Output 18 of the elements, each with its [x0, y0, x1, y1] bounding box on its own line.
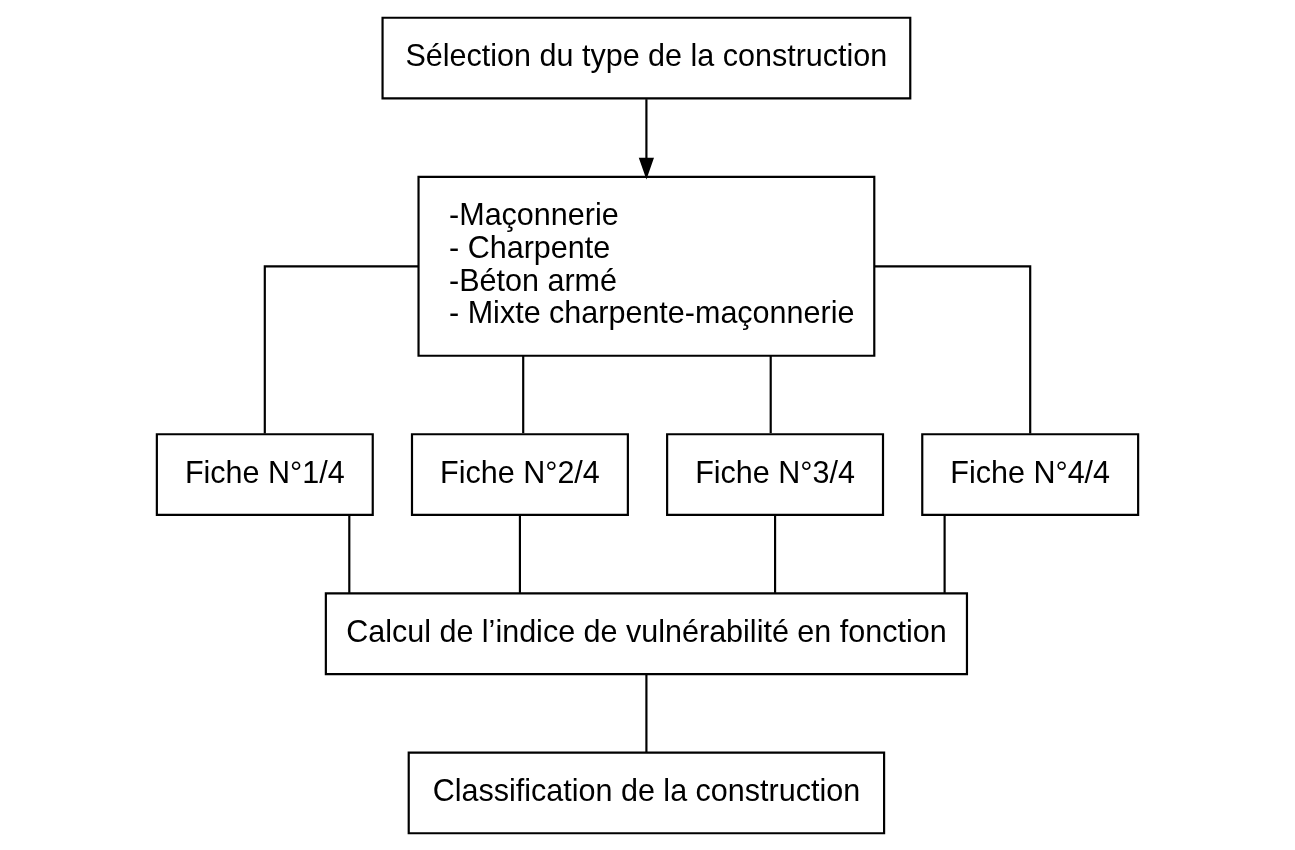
- connector: [874, 264, 1032, 433]
- connector: [348, 515, 351, 593]
- connector: [943, 515, 946, 593]
- node-box: Fiche N°4/4: [921, 432, 1140, 516]
- node-box: Calcul de l’indice de vulnérabilité en fonction: [324, 591, 969, 675]
- node-box: Classification de la construction: [407, 751, 886, 834]
- connector: [522, 355, 525, 433]
- arrow: [638, 98, 655, 179]
- node-box: Fiche N°3/4: [666, 432, 885, 516]
- connector: [645, 674, 648, 752]
- connector: [263, 264, 419, 433]
- connector: [518, 515, 521, 593]
- node-box: -Maçonnerie - Charpente -Béton armé - Mixte charpente-maçonnerie: [417, 175, 876, 357]
- node-box: Sélection du type de la construction: [381, 16, 912, 99]
- node-box: Fiche N°2/4: [410, 432, 629, 516]
- connector: [769, 355, 772, 433]
- node-box: Fiche N°1/4: [155, 432, 374, 516]
- connector: [774, 515, 777, 593]
